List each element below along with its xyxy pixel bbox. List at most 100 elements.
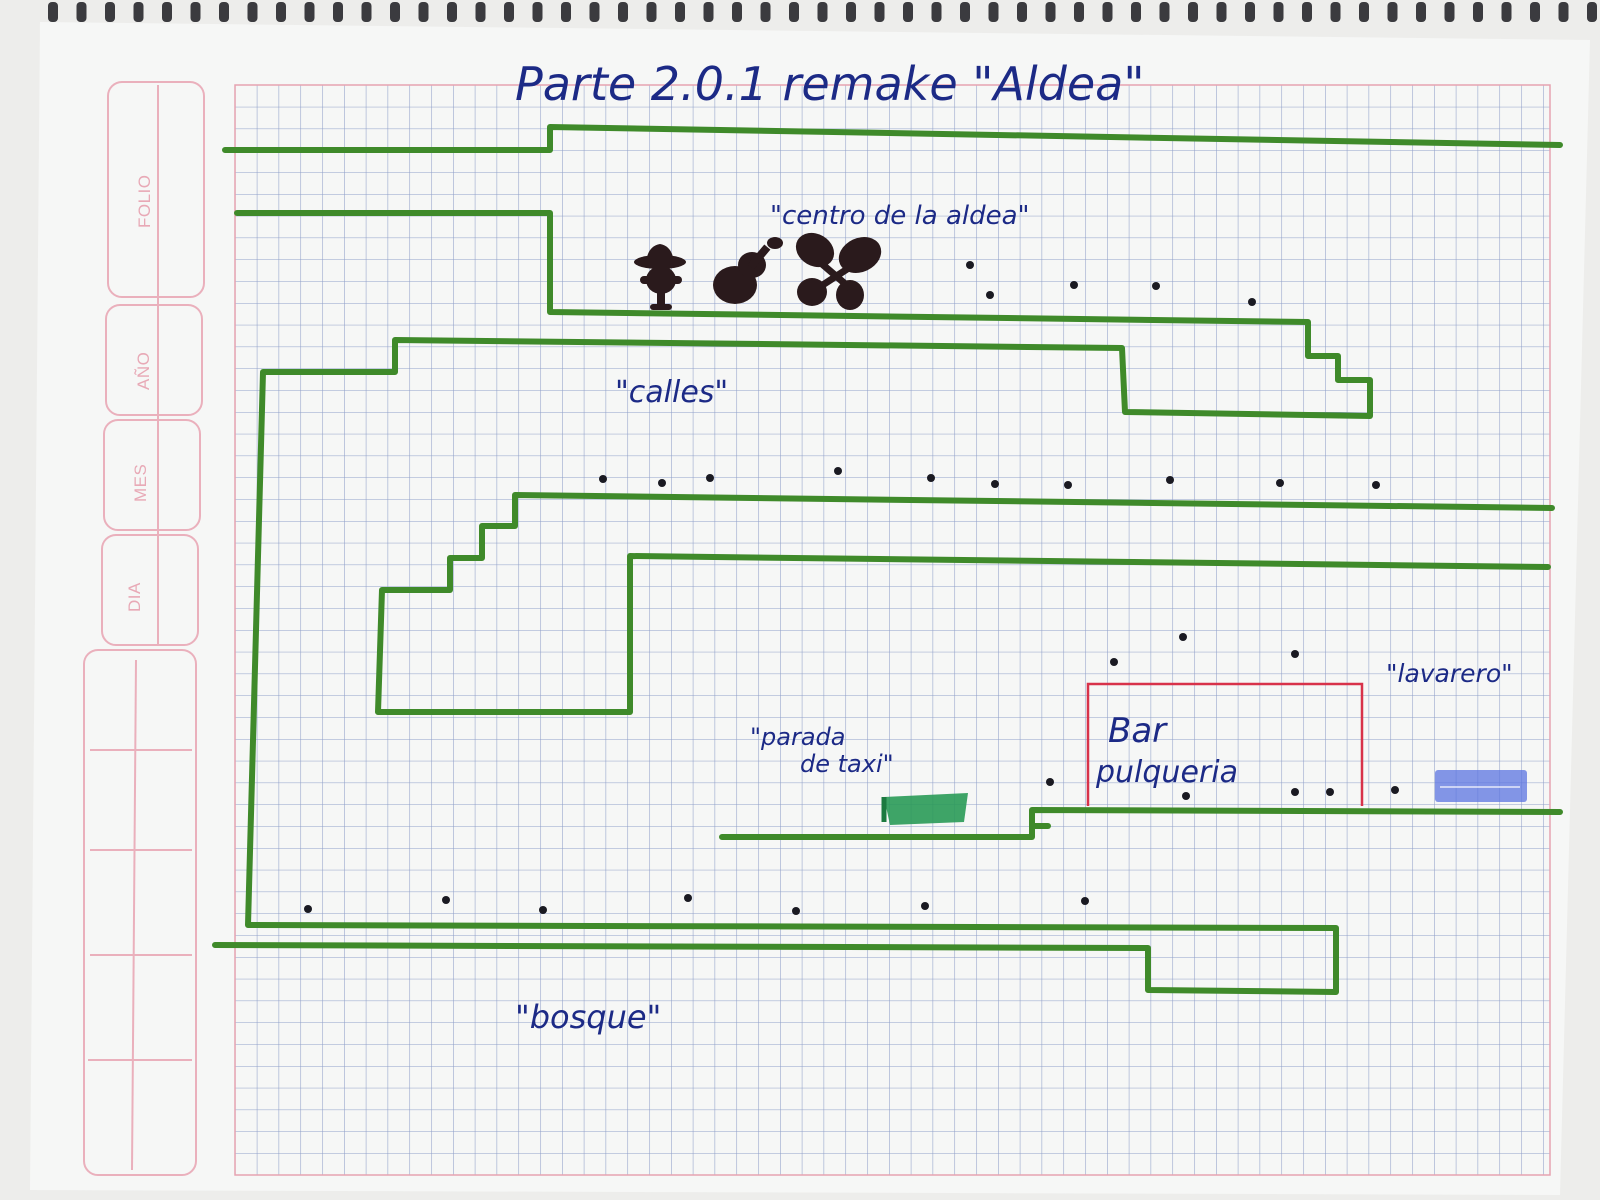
label-forest: "bosque" xyxy=(515,998,661,1036)
label-bar-2: pulqueria xyxy=(1095,755,1238,790)
spiral-ring xyxy=(703,2,714,22)
dot-marker xyxy=(1182,792,1190,800)
spiral-binding xyxy=(48,2,1597,22)
dot-marker xyxy=(658,479,666,487)
spiral-ring xyxy=(162,2,172,22)
dot-marker xyxy=(834,467,842,475)
spiral-ring xyxy=(504,2,514,22)
spiral-ring xyxy=(1074,2,1084,22)
label-taxi-stop-1: "parada xyxy=(750,723,846,751)
spiral-ring xyxy=(1216,2,1227,22)
margin-label-folio: FOLIO xyxy=(135,174,154,228)
dot-marker xyxy=(1070,281,1078,289)
spiral-ring xyxy=(874,2,885,22)
spiral-ring xyxy=(760,2,771,22)
wall-center-block xyxy=(212,210,1373,995)
dot-marker xyxy=(1152,282,1160,290)
label-village-center: "centro de la aldea" xyxy=(770,201,1030,231)
spiral-ring xyxy=(1188,2,1198,22)
spiral-ring xyxy=(903,2,913,22)
guitar-icon xyxy=(713,237,783,304)
spiral-ring xyxy=(1387,2,1398,22)
taxi-icon xyxy=(881,793,968,825)
bar-outline xyxy=(1086,682,1364,806)
dot-marker xyxy=(1046,778,1054,786)
spiral-ring xyxy=(988,2,999,22)
spiral-ring xyxy=(1473,2,1483,22)
spiral-ring xyxy=(1159,2,1170,22)
maracas-icon xyxy=(795,232,882,310)
dot-marker xyxy=(304,905,312,913)
margin-box-month xyxy=(103,419,201,531)
spiral-ring xyxy=(675,2,685,22)
spiral-ring xyxy=(960,2,970,22)
spiral-ring xyxy=(1102,2,1113,22)
spiral-ring xyxy=(1017,2,1027,22)
label-bar-1: Bar xyxy=(1108,711,1168,751)
dot-marker xyxy=(1391,786,1399,794)
dot-markers xyxy=(304,261,1399,915)
dot-marker xyxy=(991,480,999,488)
spiral-ring xyxy=(1530,2,1540,22)
spiral-ring xyxy=(561,2,571,22)
spiral-ring xyxy=(589,2,600,22)
spiral-ring xyxy=(1131,2,1141,22)
dot-marker xyxy=(986,291,994,299)
spiral-ring xyxy=(1501,2,1512,22)
spiral-ring xyxy=(1558,2,1569,22)
dot-marker xyxy=(1291,788,1299,796)
dot-marker xyxy=(1166,476,1174,484)
spiral-ring xyxy=(48,2,58,22)
margin-box-year xyxy=(105,304,203,416)
spiral-ring xyxy=(1359,2,1369,22)
dot-marker xyxy=(684,894,692,902)
spiral-ring xyxy=(1245,2,1255,22)
dot-marker xyxy=(1179,633,1187,641)
spiral-ring xyxy=(1302,2,1312,22)
spiral-ring xyxy=(1330,2,1341,22)
spiral-ring xyxy=(390,2,400,22)
dot-marker xyxy=(1276,479,1284,487)
dot-marker xyxy=(599,475,607,483)
dot-marker xyxy=(539,906,547,914)
dot-marker xyxy=(792,907,800,915)
spiral-ring xyxy=(931,2,942,22)
dot-marker xyxy=(1110,658,1118,666)
wall-top-upper xyxy=(222,124,1563,153)
margin-label-year: AÑO xyxy=(134,352,153,390)
dot-marker xyxy=(706,474,714,482)
spiral-ring xyxy=(418,2,429,22)
spiral-ring xyxy=(1416,2,1426,22)
dot-marker xyxy=(1326,788,1334,796)
spiral-ring xyxy=(1045,2,1056,22)
dot-marker xyxy=(1081,897,1089,905)
dot-marker xyxy=(921,902,929,910)
hat-figure-icon xyxy=(634,244,686,310)
spiral-ring xyxy=(618,2,628,22)
spiral-ring xyxy=(817,2,828,22)
spiral-ring xyxy=(133,2,144,22)
wall-stair-block xyxy=(375,492,1555,715)
dot-marker xyxy=(1248,298,1256,306)
level-walls xyxy=(212,124,1563,995)
spiral-ring xyxy=(475,2,486,22)
label-shop: "lavarero" xyxy=(1386,659,1513,688)
date-margin xyxy=(83,81,205,1176)
grid-area xyxy=(235,85,1550,1175)
spiral-ring xyxy=(219,2,229,22)
spiral-ring xyxy=(789,2,799,22)
margin-label-day: DIA xyxy=(125,582,144,612)
spiral-ring xyxy=(105,2,115,22)
margin-box-folio xyxy=(107,81,205,298)
spiral-ring xyxy=(304,2,315,22)
page-title: Parte 2.0.1 remake "Aldea" xyxy=(515,57,1145,111)
spiral-ring xyxy=(846,2,856,22)
dot-marker xyxy=(1064,481,1072,489)
spiral-ring xyxy=(1444,2,1455,22)
spiral-ring xyxy=(361,2,372,22)
spiral-ring xyxy=(447,2,457,22)
spiral-ring xyxy=(76,2,87,22)
spiral-ring xyxy=(732,2,742,22)
label-taxi-stop-2: de taxi" xyxy=(800,750,894,778)
